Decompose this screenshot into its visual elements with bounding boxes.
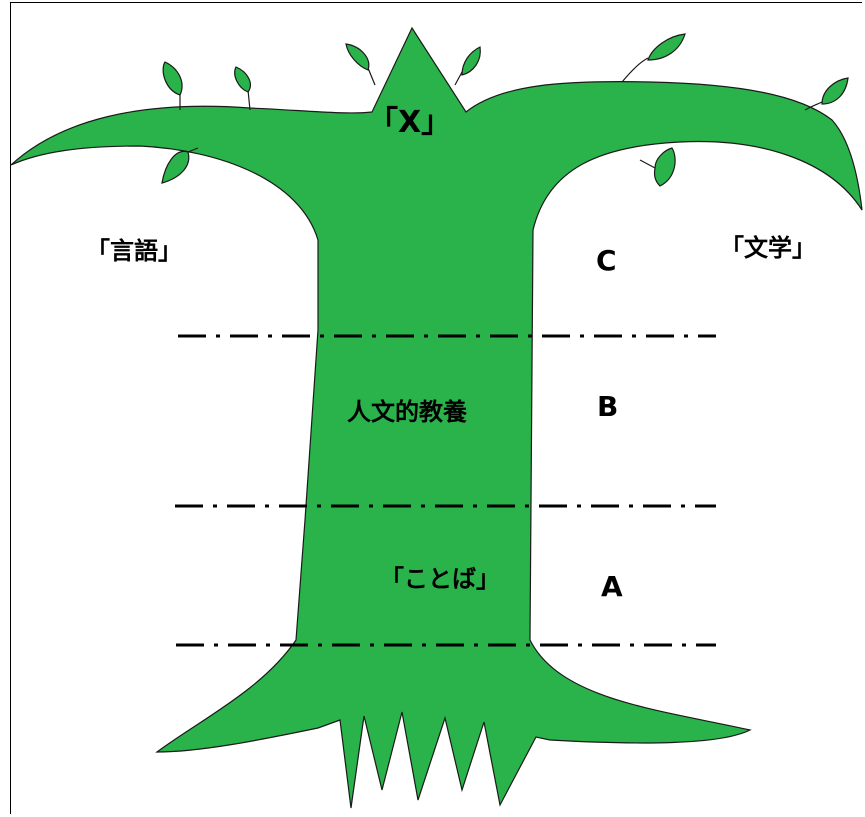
tree-shape — [10, 26, 863, 809]
leaf-icon — [161, 147, 199, 184]
figure-frame — [10, 2, 862, 814]
right-branch-label: 「文学」 — [720, 234, 816, 262]
level-c-label: C — [596, 244, 617, 277]
level-a-label: A — [601, 570, 623, 603]
leaves — [161, 33, 849, 187]
leaf-icon — [621, 33, 686, 83]
level-lines — [175, 334, 716, 647]
middle-trunk-label: 人文的教養 — [347, 398, 467, 426]
leaf-icon — [454, 46, 481, 86]
left-branch-label: 「言語」 — [86, 237, 182, 265]
leaf-icon — [234, 66, 251, 111]
leaf-icon — [804, 77, 849, 111]
leaf-icon — [639, 147, 676, 187]
level-b-label: B — [597, 390, 618, 423]
lower-trunk-label: 「ことば」 — [380, 565, 500, 593]
top-label: 「X」 — [368, 105, 451, 140]
leaf-icon — [345, 43, 376, 86]
leaf-icon — [162, 61, 183, 110]
